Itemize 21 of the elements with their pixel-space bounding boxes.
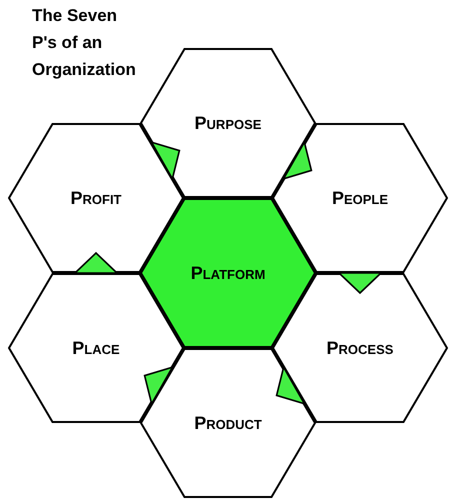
hexagon-label: Purpose xyxy=(194,112,262,134)
hexagon-label: Place xyxy=(72,337,120,359)
triangle-arrow xyxy=(282,141,312,180)
hexagon-label: Process xyxy=(326,337,394,359)
hexagon-label: Product xyxy=(194,412,262,434)
hexagon xyxy=(272,123,448,273)
hexagon xyxy=(8,123,184,273)
hexagon xyxy=(272,273,448,423)
hexagon xyxy=(8,273,184,423)
triangle-arrow xyxy=(338,272,382,294)
hexagon-label: People xyxy=(332,187,388,209)
hexagon xyxy=(140,48,316,198)
diagram-title: The Seven P's of an Organization xyxy=(32,5,137,81)
triangle-arrow xyxy=(276,366,306,405)
triangle-arrow xyxy=(74,252,118,274)
hexagon-label: Platform xyxy=(190,262,266,284)
hexagon-label: Profit xyxy=(70,187,122,209)
triangle-arrow xyxy=(150,141,180,180)
hexagon xyxy=(140,348,316,498)
hexagon xyxy=(140,198,316,348)
triangle-arrow xyxy=(144,366,174,405)
